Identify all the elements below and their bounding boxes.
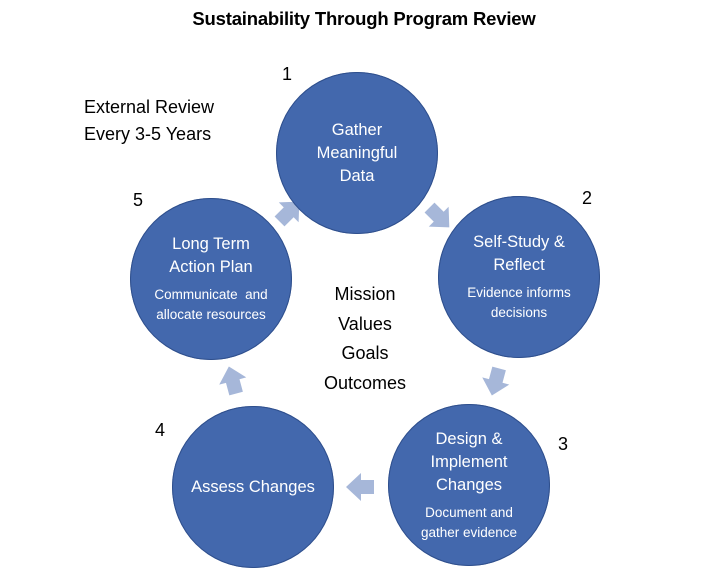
step-1-circle: Gather Meaningful Data (276, 72, 438, 234)
step-2-circle: Self-Study & Reflect Evidence informs de… (438, 196, 600, 358)
step-4-number: 4 (155, 420, 166, 440)
center-term-outcomes: Outcomes (323, 372, 407, 393)
center-term-mission: Mission (334, 284, 396, 304)
external-review-note: External Review Every 3-5 Years (84, 94, 214, 148)
step-3-label-line-2: Implement (430, 452, 508, 471)
step-5-note-line-1: Communicate and (154, 287, 268, 302)
center-term-values: Values (338, 313, 392, 334)
arrow-5-to-1 (274, 201, 300, 227)
external-review-line-1: External Review (84, 97, 215, 117)
step-1-label-line-1: Gather (331, 120, 383, 139)
step-3-label-line-3: Changes (435, 475, 503, 494)
step-5-label-line-2: Action Plan (169, 258, 253, 276)
step-1-label-line-3: Data (339, 166, 375, 185)
step-3-note-line-2: gather evidence (420, 524, 518, 540)
step-1-label-line-2: Meaningful (316, 143, 398, 162)
step-3-number: 3 (558, 434, 569, 454)
step-2-note-line-1: Evidence informs (467, 285, 571, 300)
center-term-goals: Goals (341, 343, 389, 363)
step-5-label-line-1: Long Term (172, 235, 250, 253)
arrow-3-to-4 (346, 473, 374, 501)
step-5-number: 5 (133, 190, 144, 210)
step-4-circle: Assess Changes (172, 406, 334, 568)
step-5-circle: Long Term Action Plan Communicate and al… (130, 198, 292, 360)
step-2-note-line-2: decisions (490, 305, 548, 320)
arrow-2-to-3 (482, 366, 510, 396)
step-2-number: 2 (582, 188, 593, 208)
diagram-title: Sustainability Through Program Review (192, 8, 536, 29)
step-1-number: 1 (282, 64, 293, 84)
step-2-label-line-2: Reflect (493, 256, 545, 274)
step-5-note-line-2: allocate resources (156, 307, 266, 322)
arrow-1-to-2 (424, 202, 450, 228)
step-3-note-line-1: Document and (425, 504, 513, 520)
step-2-label-line-1: Self-Study & (473, 233, 565, 251)
external-review-line-2: Every 3-5 Years (84, 124, 212, 144)
step-4-label-line-1: Assess Changes (191, 477, 315, 496)
arrow-4-to-5 (219, 366, 247, 396)
step-3-label-line-1: Design & (435, 429, 503, 448)
step-3-circle: Design & Implement Changes Document and … (388, 404, 550, 566)
center-core-terms: Mission Values Goals Outcomes (300, 280, 430, 398)
